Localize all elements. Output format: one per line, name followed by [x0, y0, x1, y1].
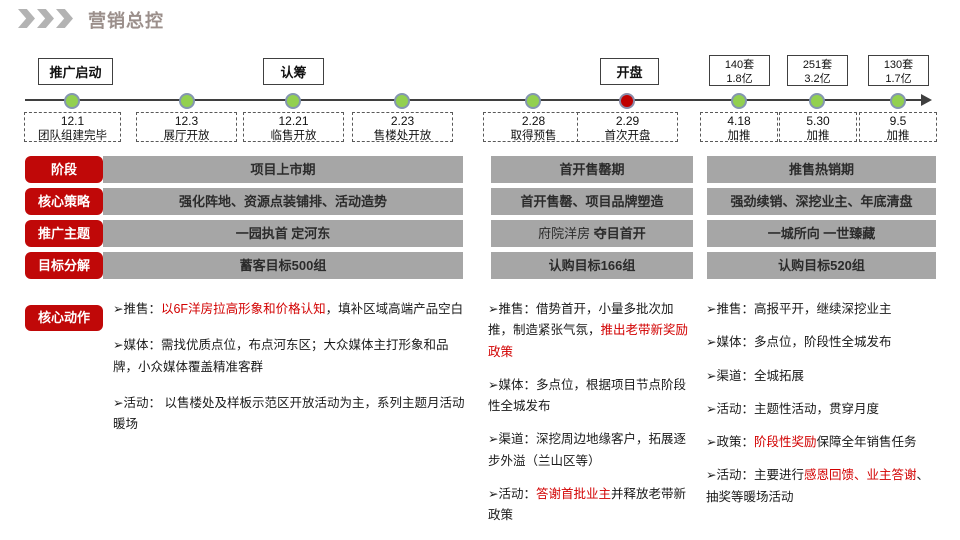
row-label-theme: 推广主题: [25, 220, 103, 247]
batch-amount: 1.8亿: [726, 73, 753, 86]
row-label-target: 目标分解: [25, 252, 103, 279]
action-item: ➢推售：借势首开，小量多批次加推，制造紧张气氛，推出老带新奖励政策: [488, 302, 689, 359]
target-cell: 认购目标166组: [491, 252, 693, 279]
milestone-box-opening: 开盘: [600, 58, 659, 85]
event-desc: 团队组建完毕: [38, 130, 107, 142]
action-item: ➢活动：答谢首批业主并释放老带新政策: [488, 486, 687, 522]
event-desc: 加推: [727, 130, 751, 142]
target-cell: 蓄客目标500组: [103, 252, 463, 279]
event-box: 12.1 团队组建完毕: [24, 112, 121, 142]
actions-column-1: ➢推售：以6F洋房拉高形象和价格认知，填补区域高端产品空白 ➢媒体：需找优质点位…: [113, 299, 465, 450]
strategy-cell: 首开售罄、项目品牌塑造: [491, 188, 693, 215]
theme-cell: 一城所向 一世臻藏: [707, 220, 936, 247]
action-item: ➢活动：主要进行感恩回馈、业主答谢、抽奖等暖场活动: [706, 468, 930, 504]
action-item: ➢推售：高报平开，继续深挖业主: [706, 302, 892, 316]
row-label-phase: 阶段: [25, 156, 103, 183]
timeline-dot: [890, 93, 906, 109]
timeline-dot: [394, 93, 410, 109]
timeline-dot: [285, 93, 301, 109]
phase-cell: 项目上市期: [103, 156, 463, 183]
event-desc: 首次开盘: [604, 130, 651, 142]
batch-box-2: 251套 3.2亿: [787, 55, 848, 86]
event-box: 12.3 展厅开放: [136, 112, 237, 142]
milestone-label: 推广启动: [49, 65, 102, 80]
event-box: 5.30 加推: [779, 112, 857, 142]
action-item: ➢渠道：全城拓展: [706, 368, 804, 383]
event-box: 4.18 加推: [700, 112, 778, 142]
batch-amount: 1.7亿: [885, 73, 912, 86]
event-desc: 售楼处开放: [373, 130, 432, 142]
theme-part-serif: 府院洋房: [538, 227, 591, 242]
event-box: 2.29 首次开盘: [577, 112, 678, 142]
actions-column-3: ➢推售：高报平开，继续深挖业主 ➢媒体：多点位，阶段性全城发布 ➢渠道：全城拓展…: [706, 299, 939, 520]
event-desc: 临售开放: [270, 130, 317, 142]
event-desc: 取得预售: [510, 130, 557, 142]
strategy-cell: 强劲续销、深挖业主、年底清盘: [707, 188, 936, 215]
event-desc: 加推: [806, 130, 830, 142]
milestone-label: 开盘: [616, 65, 643, 80]
row-label-actions: 核心动作: [25, 305, 103, 331]
event-date: 12.21: [278, 114, 309, 128]
event-date: 5.30: [806, 114, 830, 128]
action-item: ➢活动：主题性活动，贯穿月度: [706, 401, 879, 416]
theme-cell: 府院洋房 夺目首开: [491, 220, 693, 247]
actions-column-2: ➢推售：借势首开，小量多批次加推，制造紧张气氛，推出老带新奖励政策 ➢媒体：多点…: [488, 299, 693, 538]
event-date: 9.5: [889, 114, 907, 128]
action-item: ➢媒体：多点位，根据项目节点阶段性全城发布: [488, 377, 686, 413]
event-box: 2.28 取得预售: [483, 112, 584, 142]
event-date: 2.29: [615, 114, 640, 128]
theme-cell: 一园执首 定河东: [103, 220, 463, 247]
milestone-box-subscription: 认筹: [263, 58, 324, 85]
event-date: 12.1: [60, 114, 85, 128]
action-item: ➢推售：以6F洋房拉高形象和价格认知，填补区域高端产品空白: [113, 302, 464, 316]
timeline-arrow-icon: [921, 94, 932, 106]
batch-box-1: 140套 1.8亿: [709, 55, 770, 86]
phase-cell: 首开售罄期: [491, 156, 693, 183]
chevron-right-icons: [18, 9, 75, 28]
event-box: 12.21 临售开放: [243, 112, 344, 142]
action-item: ➢政策：阶段性奖励保障全年销售任务: [706, 435, 917, 449]
batch-units: 251套: [802, 59, 833, 71]
phase-cell: 推售热销期: [707, 156, 936, 183]
event-box: 2.23 售楼处开放: [352, 112, 453, 142]
row-label-strategy: 核心策略: [25, 188, 103, 215]
action-item: ➢渠道：深挖周边地缘客户，拓展逐步外溢（兰山区等）: [488, 432, 686, 468]
milestone-box-launch: 推广启动: [38, 58, 113, 85]
chevron-right-icon: [18, 9, 35, 28]
event-desc: 展厅开放: [163, 130, 210, 142]
timeline-dot: [179, 93, 195, 109]
timeline-dot: [809, 93, 825, 109]
batch-units: 130套: [883, 59, 914, 71]
target-cell: 认购目标520组: [707, 252, 936, 279]
timeline-dot: [731, 93, 747, 109]
page-title: 营销总控: [88, 11, 164, 31]
milestone-label: 认筹: [280, 65, 307, 80]
event-date: 2.28: [521, 114, 546, 128]
timeline-dot-opening: [619, 93, 635, 109]
event-desc: 加推: [886, 130, 910, 142]
action-item: ➢媒体：需找优质点位，布点河东区；大众媒体主打形象和品牌，小众媒体覆盖精准客群: [113, 338, 449, 374]
event-date: 2.23: [390, 114, 415, 128]
chevron-right-icon: [56, 9, 73, 28]
theme-part-bold: 夺目首开: [590, 226, 646, 241]
action-item: ➢媒体：多点位，阶段性全城发布: [706, 335, 892, 350]
batch-box-3: 130套 1.7亿: [868, 55, 929, 86]
event-date: 4.18: [727, 114, 751, 128]
batch-amount: 3.2亿: [804, 73, 831, 86]
timeline-line: [25, 99, 923, 101]
batch-units: 140套: [724, 59, 755, 71]
event-box: 9.5 加推: [859, 112, 937, 142]
timeline-dot: [525, 93, 541, 109]
timeline-dot: [64, 93, 80, 109]
event-date: 12.3: [174, 114, 199, 128]
chevron-right-icon: [37, 9, 54, 28]
strategy-cell: 强化阵地、资源点装铺排、活动造势: [103, 188, 463, 215]
action-item: ➢活动： 以售楼处及样板示范区开放活动为主，系列主题月活动暖场: [113, 395, 465, 431]
